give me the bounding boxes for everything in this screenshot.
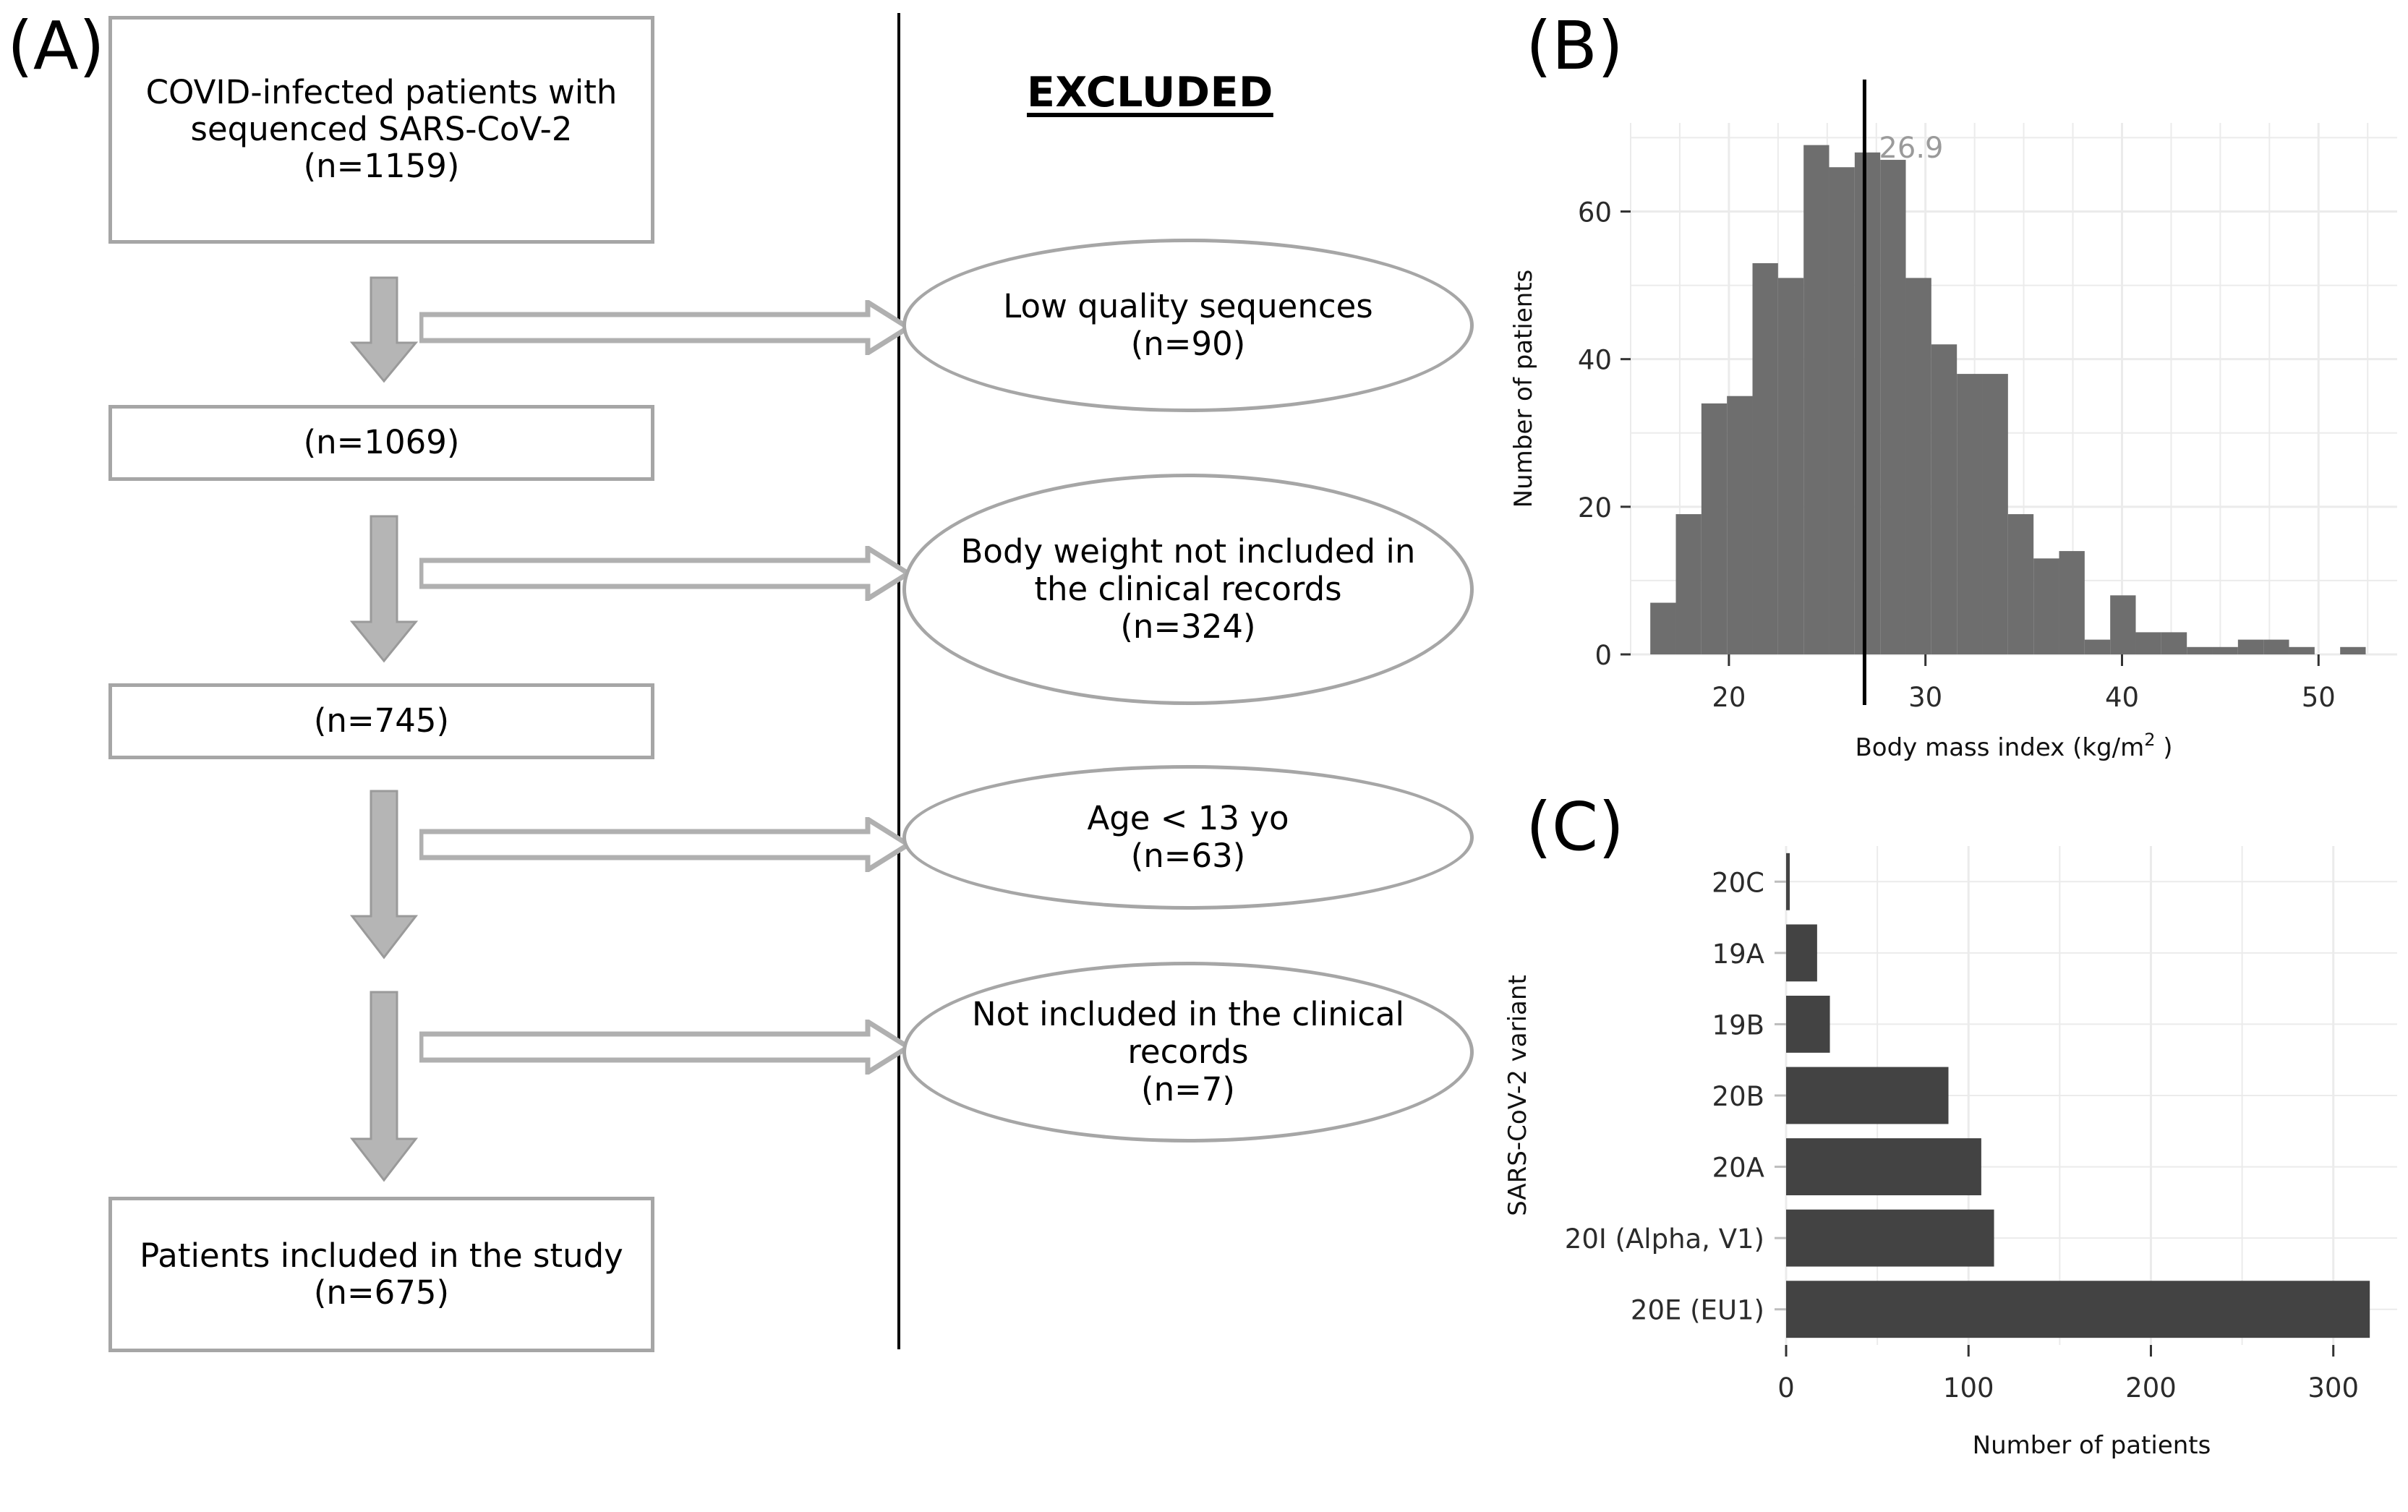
histogram-bar: [2340, 646, 2366, 654]
histogram-bar: [2059, 551, 2085, 654]
panel-a-flowchart: (A) EXCLUDED COVID-infected patients wit…: [7, 7, 1474, 1352]
x-tick-label: 20: [1712, 682, 1746, 713]
histogram-bar: [1727, 396, 1753, 654]
histogram-bar: [1931, 344, 1957, 654]
x-tick-label: 100: [1943, 1372, 1994, 1404]
panel-divider-line: [897, 13, 900, 1349]
histogram-bar: [1829, 167, 1855, 654]
histogram-bar: [1854, 152, 1881, 655]
flow-box-final: Patients included in the study (n=675): [108, 1197, 654, 1352]
down-arrow-4: [349, 991, 419, 1182]
x-axis-title: Number of patients: [1973, 1431, 2211, 1460]
variant-bar: [1786, 1281, 2370, 1338]
x-tick-label: 40: [2105, 682, 2139, 713]
right-arrow-3: [419, 817, 911, 872]
histogram-bar: [2289, 646, 2315, 654]
histogram-bar: [2135, 632, 2161, 654]
down-arrow-2: [349, 515, 419, 663]
variant-bars: [1786, 853, 2370, 1338]
y-axis-title: SARS-CoV-2 variant: [1503, 975, 1532, 1216]
histogram-bar: [2263, 639, 2289, 654]
y-tick-label: 0: [1594, 640, 1612, 671]
histogram-bar: [1803, 145, 1830, 654]
x-tick-label: 50: [2302, 682, 2336, 713]
category-tick-label: 20I (Alpha, V1): [1565, 1223, 1764, 1255]
variant-bar: [1786, 924, 1817, 982]
histogram-bar: [2237, 639, 2264, 654]
category-tick-label: 20B: [1712, 1081, 1764, 1112]
x-tick-label: 200: [2125, 1372, 2177, 1404]
category-tick-label: 20A: [1712, 1153, 1764, 1184]
y-tick-label: 60: [1578, 197, 1612, 228]
category-tick-label: 19A: [1712, 939, 1764, 970]
histogram-bar: [1701, 403, 1728, 654]
x-tick-label: 0: [1777, 1372, 1795, 1404]
histogram-bar: [1905, 278, 1931, 654]
variant-bar: [1786, 853, 1790, 910]
histogram-bar: [1650, 602, 1676, 654]
variant-bar: [1786, 996, 1830, 1053]
panel-c-letter: (C): [1526, 788, 1625, 866]
y-axis-title: Number of patients: [1509, 270, 1538, 508]
panel-b-letter: (B): [1526, 7, 1623, 85]
y-tick-label: 40: [1578, 345, 1612, 376]
histogram-bar: [2110, 595, 2136, 654]
median-vline-label: 26.9: [1879, 132, 1943, 165]
histogram-bar: [1957, 374, 1983, 654]
x-tick-label: 30: [1908, 682, 1942, 713]
histogram-bar: [2187, 646, 2213, 654]
histogram-bar: [1675, 514, 1702, 654]
flow-box-1069: (n=1069): [108, 405, 654, 481]
right-arrow-2: [419, 546, 911, 601]
down-arrow-1: [349, 276, 419, 383]
histogram-bar: [2033, 558, 2059, 654]
panel-a-letter: (A): [7, 7, 105, 85]
histogram-bar: [1752, 262, 1778, 654]
flow-box-initial: COVID-infected patients with sequenced S…: [108, 16, 654, 244]
excluded-heading: EXCLUDED: [1027, 69, 1273, 116]
variant-bar: [1786, 1209, 1994, 1267]
right-arrow-1: [419, 300, 911, 355]
exclusion-ellipse-not-included: Not included in the clinical records (n=…: [902, 962, 1474, 1142]
histogram-bar: [2212, 646, 2238, 654]
right-arrow-4: [419, 1020, 911, 1075]
histogram-bar: [1777, 278, 1804, 654]
flow-box-745: (n=745): [108, 683, 654, 759]
histogram-bar: [1880, 160, 1906, 654]
histogram-bars: [1650, 145, 2366, 655]
down-arrow-3: [349, 790, 419, 960]
category-tick-label: 19B: [1712, 1009, 1764, 1041]
category-tick-label: 20C: [1712, 867, 1764, 898]
histogram-bar: [2084, 639, 2111, 654]
x-tick-label: 300: [2307, 1372, 2359, 1404]
histogram-bar: [2007, 514, 2034, 654]
variant-bar: [1786, 1138, 1981, 1195]
exclusion-ellipse-low-quality: Low quality sequences (n=90): [902, 239, 1474, 412]
histogram-bar: [1982, 374, 2008, 654]
category-tick-label: 20E (EU1): [1631, 1295, 1764, 1326]
panel-c-bar-chart: (C) 20C 19A 19B 20B 20A 20I (Alpha, V1) 20E (E…: [1497, 766, 2408, 1512]
variant-bar-plot: 20C 19A 19B 20B 20A 20I (Alpha, V1) 20E (EU1) 0…: [1503, 846, 2397, 1460]
variant-bar: [1786, 1067, 1949, 1124]
x-axis-title: Body mass index (kg/m2 ): [1855, 730, 2172, 762]
histogram-bar: [2161, 632, 2187, 654]
exclusion-ellipse-body-weight: Body weight not included in the clinical…: [902, 474, 1474, 705]
y-tick-label: 20: [1578, 492, 1612, 524]
exclusion-ellipse-age: Age < 13 yo (n=63): [902, 765, 1474, 910]
